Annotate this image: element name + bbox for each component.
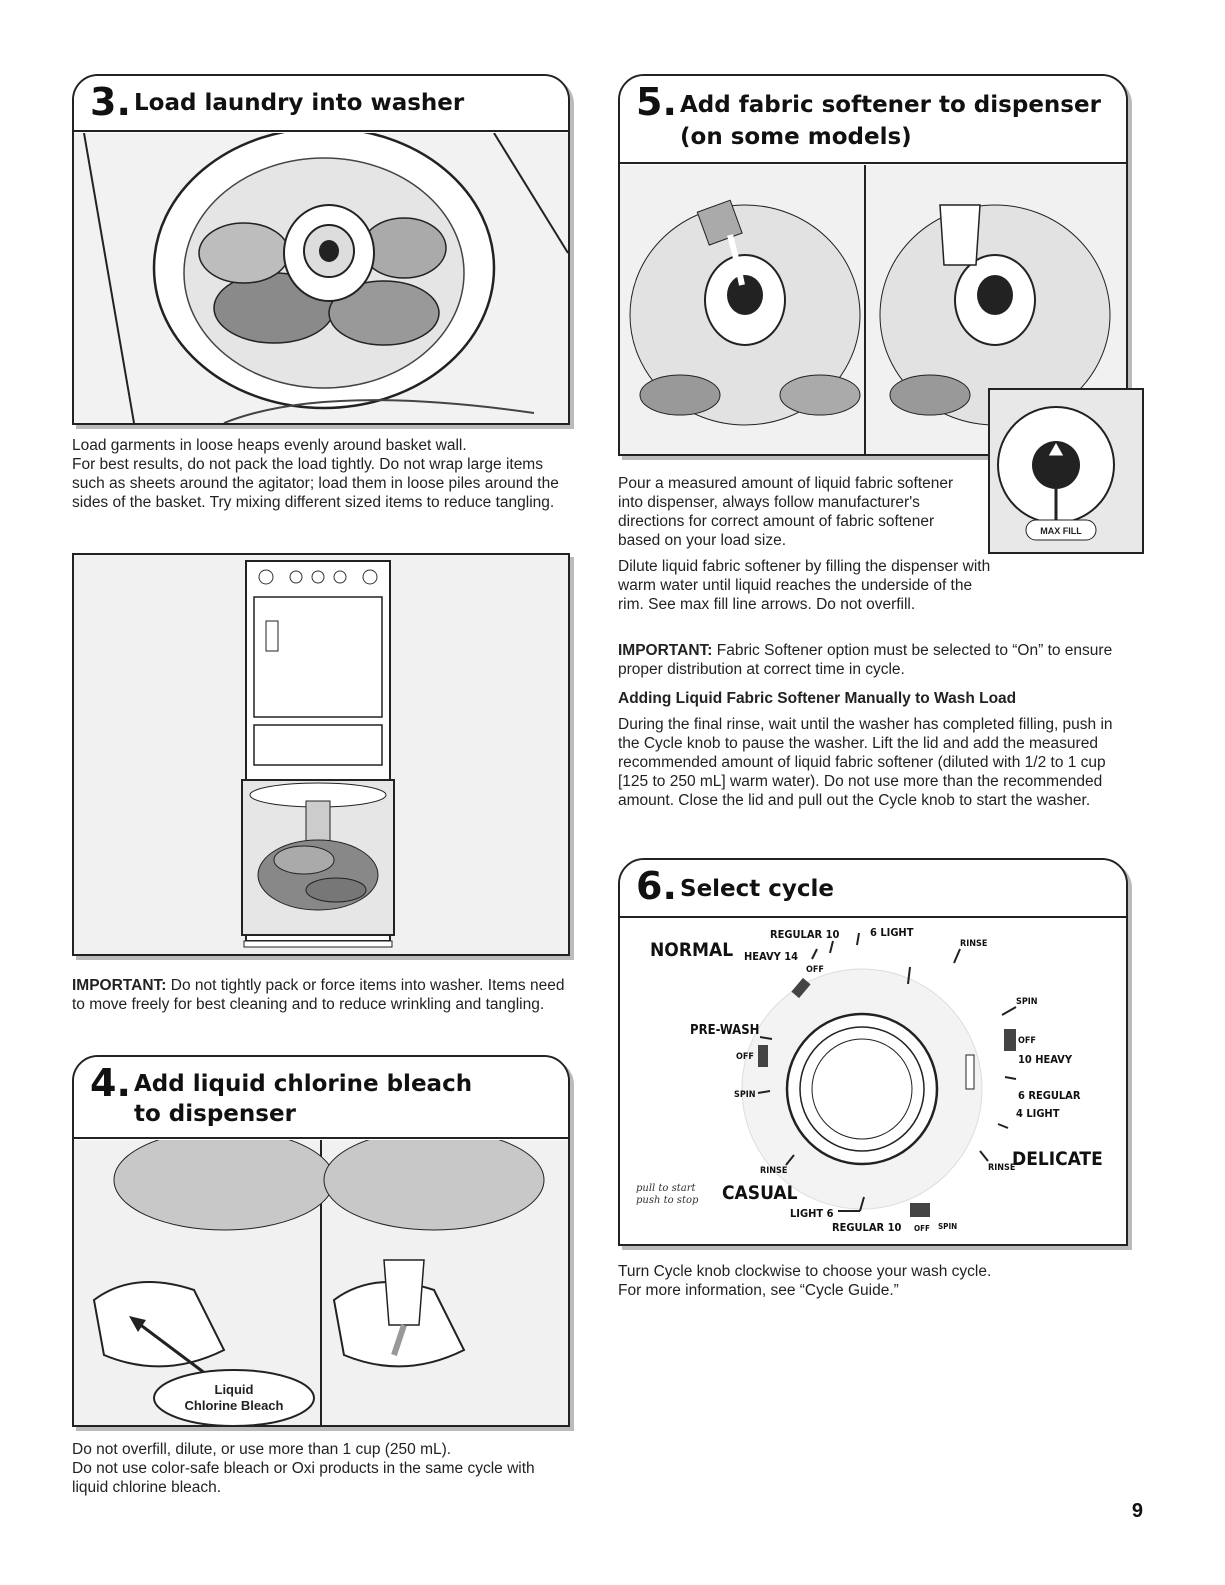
important-text: Fabric Softener option must be selected … <box>618 642 1113 678</box>
step-5-text-3: During the final rinse, wait until the w… <box>618 715 1118 810</box>
dial-label-pre-wash: PRE-WASH <box>690 1023 759 1038</box>
step-6-title: Select cycle <box>680 876 835 902</box>
dial-label-spin-bottom: SPIN <box>938 1222 957 1231</box>
step-6-number: 6. <box>636 864 677 908</box>
step-6-text: Turn Cycle knob clockwise to choose your… <box>618 1262 1118 1300</box>
important-text: Do not tightly pack or force items into … <box>72 977 565 1013</box>
dial-label-off-bottom: OFF <box>914 1224 930 1233</box>
max-fill-inset: MAX FILL <box>988 388 1144 554</box>
dial-label-heavy-14: HEAVY 14 <box>744 950 798 963</box>
dial-pull-to-start: pull to start <box>636 1183 697 1194</box>
step-4-text: Do not overfill, dilute, or use more tha… <box>72 1440 566 1497</box>
step-3-paragraph: Load garments in loose heaps evenly arou… <box>72 437 467 454</box>
step-4-paragraph: Do not use color-safe bleach or Oxi prod… <box>72 1460 535 1496</box>
dial-label-rinse-right: RINSE <box>988 1163 1015 1173</box>
washer-basket-illustration <box>74 133 568 423</box>
dial-label-spin-right: SPIN <box>1016 997 1038 1007</box>
dial-label-off-top: OFF <box>806 965 824 975</box>
step-3-text: Load garments in loose heaps evenly arou… <box>72 436 566 512</box>
dial-push-to-stop: push to stop <box>636 1195 699 1206</box>
max-fill-label: MAX FILL <box>1040 526 1082 536</box>
dial-label-rinse-bottom: RINSE <box>760 1166 787 1176</box>
dial-label-6-regular: 6 REGULAR <box>1018 1089 1081 1102</box>
dial-label-regular-10: REGULAR 10 <box>770 928 839 941</box>
step-5-number: 5. <box>636 80 677 124</box>
dial-label-regular-10-bottom: REGULAR 10 <box>832 1221 901 1234</box>
stacked-washer-dryer-illustration <box>74 555 568 954</box>
step-5-paragraph: Dilute liquid fabric softener by filling… <box>618 558 991 613</box>
step-4-panel: 4. Add liquid chlorine bleach to dispens… <box>72 1055 570 1427</box>
step-3-header: 3. Load laundry into washer <box>74 76 568 132</box>
bleach-callout-line-1: Liquid <box>215 1382 254 1397</box>
step-5-text-1: Pour a measured amount of liquid fabric … <box>618 474 968 550</box>
step-5-text-2: Dilute liquid fabric softener by filling… <box>618 557 998 614</box>
dial-label-normal: NORMAL <box>650 939 733 961</box>
step-6-paragraph: For more information, see “Cycle Guide.” <box>618 1282 899 1299</box>
step-5-header: 5. Add fabric softener to dispenser (on … <box>620 76 1126 164</box>
step-5-title-line-2: (on some models) <box>680 124 912 150</box>
page-number: 9 <box>1131 1500 1143 1522</box>
step-6-paragraph: Turn Cycle knob clockwise to choose your… <box>618 1263 992 1280</box>
cycle-knob-dial: NORMAL REGULAR 10 6 LIGHT HEAVY 14 OFF R… <box>620 919 1126 1244</box>
step-3-paragraph: For best results, do not pack the load t… <box>72 456 559 511</box>
dial-label-10-heavy: 10 HEAVY <box>1018 1053 1073 1066</box>
step-6-panel: 6. Select cycle NORMAL REGULAR 10 6 LIGH… <box>618 858 1128 1246</box>
dial-label-4-light: 4 LIGHT <box>1016 1107 1060 1120</box>
stacked-washer-panel <box>72 553 570 956</box>
dial-label-delicate: DELICATE <box>1012 1148 1103 1170</box>
step-3-important: IMPORTANT: Do not tightly pack or force … <box>72 976 566 1014</box>
dial-label-rinse-top: RINSE <box>960 939 987 949</box>
step-5-subheading: Adding Liquid Fabric Softener Manually t… <box>618 690 1017 707</box>
step-4-header: 4. Add liquid chlorine bleach to dispens… <box>74 1057 568 1139</box>
important-label: IMPORTANT: <box>72 977 167 994</box>
step-5-important: IMPORTANT: Fabric Softener option must b… <box>618 641 1118 679</box>
step-3-panel: 3. Load laundry into washer <box>72 74 570 425</box>
step-4-title-line-1: Add liquid chlorine bleach <box>134 1071 473 1097</box>
step-4-title-line-2: to dispenser <box>134 1101 296 1127</box>
dial-label-spin-left: SPIN <box>734 1090 756 1100</box>
step-3-title: Load laundry into washer <box>134 90 465 116</box>
bleach-callout-line-2: Chlorine Bleach <box>185 1398 284 1413</box>
bleach-dispenser-illustration: Liquid Chlorine Bleach <box>74 1140 568 1425</box>
step-5-paragraph: During the final rinse, wait until the w… <box>618 716 1113 809</box>
dial-label-casual: CASUAL <box>722 1182 798 1204</box>
important-label: IMPORTANT: <box>618 642 713 659</box>
dial-label-6-light: 6 LIGHT <box>870 926 914 939</box>
step-6-header: 6. Select cycle <box>620 860 1126 918</box>
step-5-paragraph: Pour a measured amount of liquid fabric … <box>618 475 954 549</box>
step-3-number: 3. <box>90 80 131 124</box>
step-4-paragraph: Do not overfill, dilute, or use more tha… <box>72 1441 452 1458</box>
step-5-title-line-1: Add fabric softener to dispenser <box>680 92 1101 118</box>
step-4-number: 4. <box>90 1061 131 1105</box>
dial-label-off-left: OFF <box>736 1052 754 1062</box>
dial-label-off-right: OFF <box>1018 1036 1036 1046</box>
dial-label-light-6: LIGHT 6 <box>790 1207 834 1220</box>
